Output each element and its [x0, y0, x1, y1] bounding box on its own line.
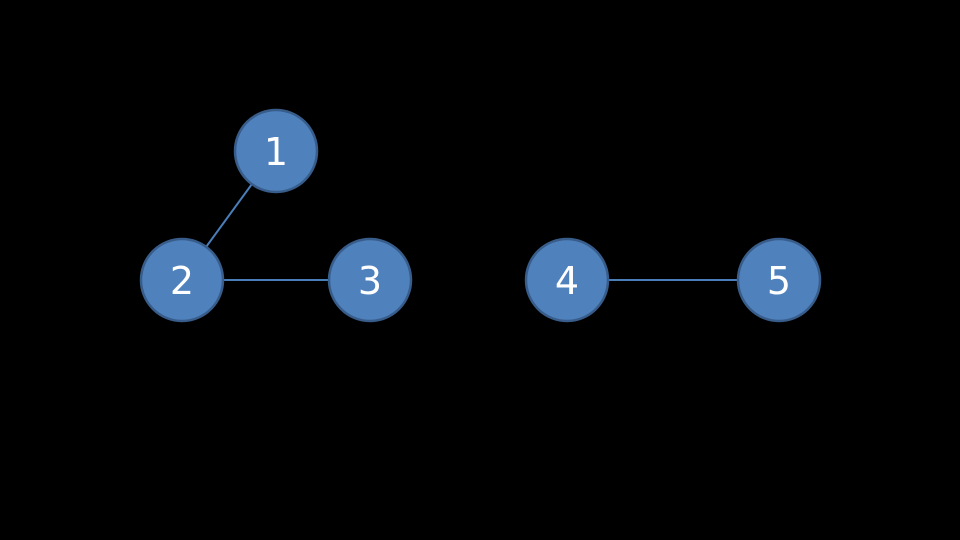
node-circle [736, 237, 822, 323]
node-5: 5 [736, 237, 822, 323]
node-label: 2 [170, 259, 194, 303]
node-label: 3 [358, 259, 382, 303]
node-2: 2 [139, 237, 225, 323]
node-circle [524, 237, 610, 323]
node-circle [139, 237, 225, 323]
node-label: 1 [264, 130, 288, 174]
node-circle [327, 237, 413, 323]
node-label: 4 [555, 259, 579, 303]
node-circle [233, 108, 319, 194]
node-label: 5 [767, 259, 791, 303]
node-4: 4 [524, 237, 610, 323]
nodes-layer: 1 2 3 4 5 [139, 108, 822, 323]
node-3: 3 [327, 237, 413, 323]
node-1: 1 [233, 108, 319, 194]
